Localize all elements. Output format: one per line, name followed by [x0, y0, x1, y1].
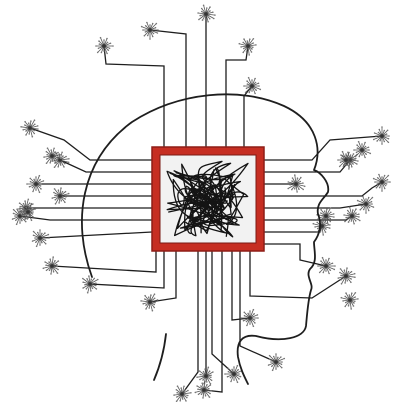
circuit-chip-icon: [152, 147, 264, 251]
dandelion-burst-icon: [373, 174, 391, 192]
circuit-wire: [182, 251, 198, 394]
circuit-wire: [90, 251, 164, 288]
circuit-wire: [212, 251, 234, 374]
circuit-wire: [20, 216, 152, 220]
dandelion-burst-icon: [343, 207, 360, 225]
circuit-wire: [250, 251, 346, 298]
circuit-wire: [264, 216, 352, 220]
circuit-wire: [232, 251, 250, 320]
circuit-wire: [40, 232, 152, 238]
dandelion-burst-icon: [43, 256, 60, 274]
dandelion-burst-icon: [26, 175, 44, 193]
circuit-wire: [60, 160, 152, 172]
dandelion-burst-icon: [373, 126, 390, 145]
neck-outline: [154, 334, 166, 380]
dandelion-burst-icon: [338, 267, 356, 284]
dandelion-burst-icon: [341, 292, 359, 310]
dandelion-burst-icon: [317, 257, 336, 274]
dandelion-burst-icon: [20, 119, 38, 137]
circuit-wire: [104, 46, 164, 152]
dandelion-burst-icon: [353, 141, 371, 158]
circuit-wire: [264, 160, 350, 172]
circuit-wire: [264, 226, 322, 232]
dandelion-burst-icon: [32, 229, 50, 247]
dandelion-burst-icon: [195, 380, 212, 398]
circuit-wire: [52, 251, 156, 272]
dandelion-burst-icon: [268, 353, 285, 371]
circuit-wire: [240, 251, 276, 362]
dandelion-burst-icon: [173, 385, 191, 402]
dandelion-burst-icon: [243, 77, 261, 94]
dandelion-burst-icon: [95, 37, 114, 54]
dandelion-burst-icon: [240, 309, 259, 327]
circuit-wire: [264, 204, 366, 208]
dandelion-burst-icon: [140, 293, 158, 311]
circuit-wire: [150, 30, 186, 152]
circuit-wire: [204, 251, 222, 392]
dandelion-burst-icon: [313, 218, 331, 236]
circuit-wire: [226, 46, 248, 152]
circuit-wire: [264, 244, 326, 266]
